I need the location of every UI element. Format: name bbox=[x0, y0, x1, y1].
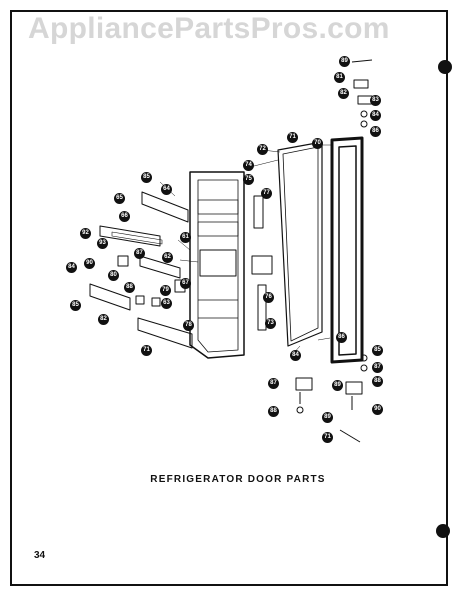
callout-marker: 84 bbox=[66, 262, 77, 273]
callout-marker: 77 bbox=[261, 188, 272, 199]
callout-marker: 93 bbox=[97, 238, 108, 249]
bottom-hinge-parts bbox=[295, 354, 368, 443]
callout-marker: 85 bbox=[372, 345, 383, 356]
inner-door-frame bbox=[189, 171, 245, 359]
callout-marker: 82 bbox=[98, 314, 109, 325]
top-right-fasteners bbox=[351, 59, 373, 128]
callout-marker: 75 bbox=[243, 174, 254, 185]
callout-marker: 89 bbox=[332, 380, 343, 391]
callout-marker: 88 bbox=[268, 406, 279, 417]
callout-marker: 80 bbox=[108, 270, 119, 281]
callout-marker: 81 bbox=[334, 72, 345, 83]
callout-marker: 87 bbox=[134, 248, 145, 259]
callout-marker: 87 bbox=[372, 362, 383, 373]
callout-marker: 78 bbox=[183, 320, 194, 331]
callout-marker: 89 bbox=[339, 56, 350, 67]
callout-marker: 90 bbox=[84, 258, 95, 269]
callout-marker: 62 bbox=[162, 252, 173, 263]
callout-marker: 63 bbox=[161, 298, 172, 309]
callout-marker: 65 bbox=[114, 193, 125, 204]
small-parts bbox=[251, 195, 273, 331]
binder-hole-bottom bbox=[436, 524, 450, 538]
page-number: 34 bbox=[34, 550, 46, 561]
callout-marker: 71 bbox=[141, 345, 152, 356]
callout-marker: 61 bbox=[180, 232, 191, 243]
callout-marker: 82 bbox=[338, 88, 349, 99]
callout-marker: 66 bbox=[119, 211, 130, 222]
callout-marker: 85 bbox=[70, 300, 81, 311]
diagram-caption: REFRIGERATOR DOOR PARTS bbox=[150, 474, 326, 485]
callout-marker: 83 bbox=[370, 95, 381, 106]
callout-marker: 88 bbox=[124, 282, 135, 293]
callout-marker: 71 bbox=[322, 432, 333, 443]
callout-marker: 89 bbox=[322, 412, 333, 423]
callout-marker: 84 bbox=[290, 350, 301, 361]
callout-marker: 88 bbox=[372, 376, 383, 387]
callout-marker: 64 bbox=[161, 184, 172, 195]
callout-marker: 79 bbox=[160, 285, 171, 296]
callout-marker: 72 bbox=[257, 144, 268, 155]
shelf-bins bbox=[89, 191, 193, 349]
callout-marker: 86 bbox=[370, 126, 381, 137]
callout-marker: 71 bbox=[287, 132, 298, 143]
callout-marker: 85 bbox=[141, 172, 152, 183]
page-border bbox=[10, 10, 448, 586]
binder-hole-top bbox=[438, 60, 452, 74]
callout-marker: 74 bbox=[243, 160, 254, 171]
watermark-text: AppliancePartsPros.com bbox=[28, 12, 390, 45]
callout-marker: 90 bbox=[372, 404, 383, 415]
callout-marker: 87 bbox=[268, 378, 279, 389]
door-panel bbox=[277, 141, 323, 347]
callout-marker: 92 bbox=[80, 228, 91, 239]
callout-marker: 67 bbox=[180, 278, 191, 289]
door-gasket bbox=[330, 136, 364, 364]
callout-marker: 84 bbox=[370, 110, 381, 121]
callout-marker: 70 bbox=[312, 138, 323, 149]
callout-marker: 86 bbox=[336, 332, 347, 343]
callout-marker: 76 bbox=[263, 292, 274, 303]
callout-marker: 73 bbox=[265, 318, 276, 329]
